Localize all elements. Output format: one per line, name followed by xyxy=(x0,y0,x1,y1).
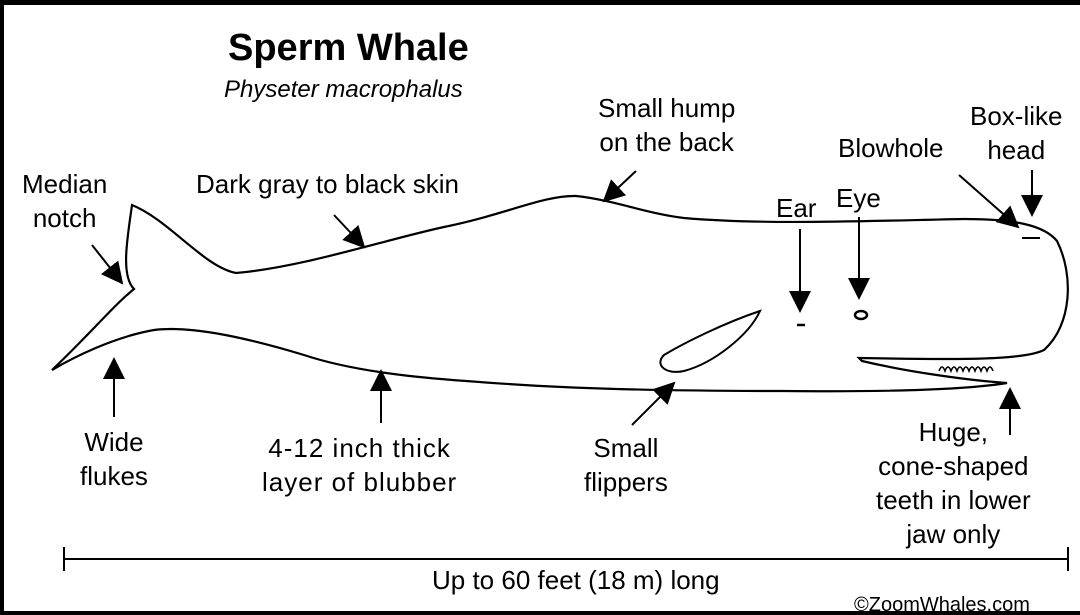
label-line: on the back xyxy=(598,125,735,159)
label-box-head: Box-like head xyxy=(970,99,1062,167)
label-ear: Ear xyxy=(776,191,816,225)
label-flukes: Wide flukes xyxy=(80,425,148,493)
label-line: Eye xyxy=(836,181,881,215)
median-notch-arrow xyxy=(92,245,122,283)
label-line: 4-12 inch thick xyxy=(262,431,457,465)
hump-arrow xyxy=(604,171,636,201)
label-blowhole: Blowhole xyxy=(838,131,944,165)
label-flippers: Small flippers xyxy=(584,431,668,499)
label-line: cone-shaped xyxy=(876,449,1031,483)
flipper-shape xyxy=(660,311,760,372)
length-label: Up to 60 feet (18 m) long xyxy=(432,563,720,597)
diagram-subtitle: Physeter macrophalus xyxy=(224,75,463,105)
label-line: flippers xyxy=(584,465,668,499)
label-line: jaw only xyxy=(876,517,1031,551)
label-line: flukes xyxy=(80,459,148,493)
diagram-title: Sperm Whale xyxy=(228,25,469,71)
whale-outline xyxy=(52,196,1068,391)
label-line: Huge, xyxy=(876,415,1031,449)
skin-arrow xyxy=(334,215,364,247)
copyright-text: ©ZoomWhales.com xyxy=(854,593,1030,615)
label-line: Small hump xyxy=(598,91,735,125)
label-line: Median xyxy=(22,167,107,201)
label-line: Box-like xyxy=(970,99,1062,133)
label-line: Ear xyxy=(776,191,816,225)
label-line: Blowhole xyxy=(838,131,944,165)
label-line: teeth in lower xyxy=(876,483,1031,517)
label-line: layer of blubber xyxy=(262,465,457,499)
label-teeth: Huge, cone-shaped teeth in lower jaw onl… xyxy=(876,415,1031,551)
eye-mark xyxy=(855,311,867,319)
label-line: Dark gray to black skin xyxy=(196,167,459,201)
label-line: Small xyxy=(584,431,668,465)
label-line: Wide xyxy=(80,425,148,459)
label-eye: Eye xyxy=(836,181,881,215)
label-line: head xyxy=(970,133,1062,167)
label-line: notch xyxy=(22,201,107,235)
label-skin: Dark gray to black skin xyxy=(196,167,459,201)
teeth-marks xyxy=(939,367,993,371)
label-hump: Small hump on the back xyxy=(598,91,735,159)
label-median-notch: Median notch xyxy=(22,167,107,235)
label-blubber: 4-12 inch thick layer of blubber xyxy=(262,431,457,499)
